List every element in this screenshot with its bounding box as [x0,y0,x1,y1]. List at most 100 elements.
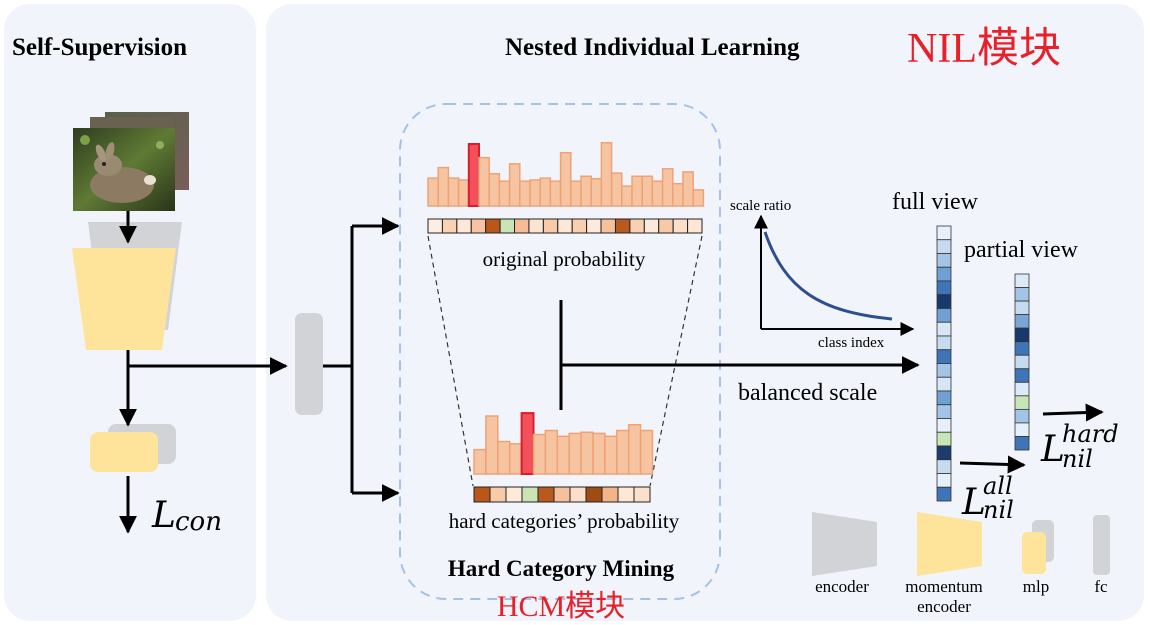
balanced-scale-label: balanced scale [738,380,877,406]
probability-bar [580,431,594,475]
feature-cell [1014,300,1030,316]
strip-cell [499,218,516,234]
loss-nil-all-symbol: L [961,482,986,523]
strip-cell [528,218,544,234]
probability-bar [600,142,613,207]
probability-bar [519,180,531,207]
probability-bar-highlighted [467,143,480,207]
strip-cell [427,218,443,234]
feature-cell [936,473,952,488]
projection-line-right [649,235,703,487]
strip-cell [658,218,674,234]
full-view-label: full view [892,189,979,215]
probability-bar [478,156,490,207]
strip-cell [542,218,559,234]
probability-bar [692,189,705,207]
feature-cell [1014,368,1030,383]
feature-cell [936,376,952,392]
strip-cell [505,486,523,503]
momentum-encoder-shape [72,248,176,350]
original-probability-label: original probability [483,247,646,271]
feature-cell [936,418,952,433]
probability-bar [580,175,592,207]
probability-bar [616,429,630,475]
strip-cell [672,218,689,234]
strip-cell [456,218,472,234]
partial-view-label: partial view [964,237,1079,263]
feature-cell [1014,327,1030,343]
feature-cell [936,431,952,447]
feature-cell [1014,287,1030,302]
loss-con-subscript: con [175,507,222,537]
strip-cell [629,218,645,234]
legend-fc-label: fc [1094,577,1108,596]
probability-bar [559,151,572,207]
feature-cell [936,266,952,282]
feature-cell [936,486,952,502]
strip-cell [633,486,651,503]
feature-cell [936,225,952,241]
probability-bar [604,435,618,475]
feature-cell [1014,422,1030,437]
input-images [73,112,189,211]
probability-bar [508,443,523,475]
legend-momentum-encoder-shape [917,512,982,576]
strip-cell [600,218,616,234]
probability-bar [447,177,460,207]
probability-bar [592,432,606,475]
feature-cell [1014,436,1030,451]
probability-bar [639,429,654,475]
strip-cell [586,218,602,234]
hard-probability-label: hard categories’ probability [449,509,680,533]
hcm-module-name: Hard Category Mining [448,556,675,581]
legend-encoder-label: encoder [815,577,869,596]
strip-cell [614,218,631,234]
feature-cell [936,253,952,268]
strip-cell [557,218,573,234]
partial-view-loss-arrow [1042,403,1104,422]
strip-cell [617,486,635,503]
feature-cell [936,308,952,323]
strip-cell [585,486,603,503]
legend-mlp-shape [1022,532,1046,574]
nil-panel [266,4,1144,621]
nil-module-tag: NIL模块 [907,26,1061,72]
probability-bar [437,166,450,207]
probability-bar [532,433,547,475]
loss-nil-hard-subscript: nil [1062,445,1093,473]
probability-bar [529,179,541,207]
strip-cell [601,486,619,503]
probability-bar [631,175,643,207]
strip-cell [485,218,501,234]
full-view-loss-arrow [959,455,1026,474]
feature-cell [936,321,952,337]
legend-momentum-label-line2: encoder [917,597,971,616]
legend-fc-shape [1093,515,1110,575]
probability-bar [661,168,674,207]
strip-cell [571,218,588,234]
probability-bar [641,175,654,207]
probability-bar [549,180,562,207]
feature-cell [936,459,952,474]
scale-curve [763,231,893,321]
original-probability-strip [427,218,703,234]
probability-bar [621,185,633,207]
loss-con-symbol: L [151,495,176,536]
probability-bar [570,180,582,207]
fc-layer [295,313,323,415]
probability-bar [568,432,582,475]
legend-encoder-shape [812,512,877,576]
hard-category-strip [473,486,651,503]
probability-bar-highlighted [520,412,535,476]
feature-cell [936,363,952,378]
probability-bar [682,171,694,207]
rabbit-image [80,135,164,203]
strip-cell [553,486,571,503]
probability-bar [488,173,501,207]
probability-bar [427,177,439,207]
mlp-shape [90,432,158,472]
probability-bar [457,179,470,207]
feature-cell [1014,408,1030,424]
legend-mlp-label: mlp [1023,577,1049,596]
